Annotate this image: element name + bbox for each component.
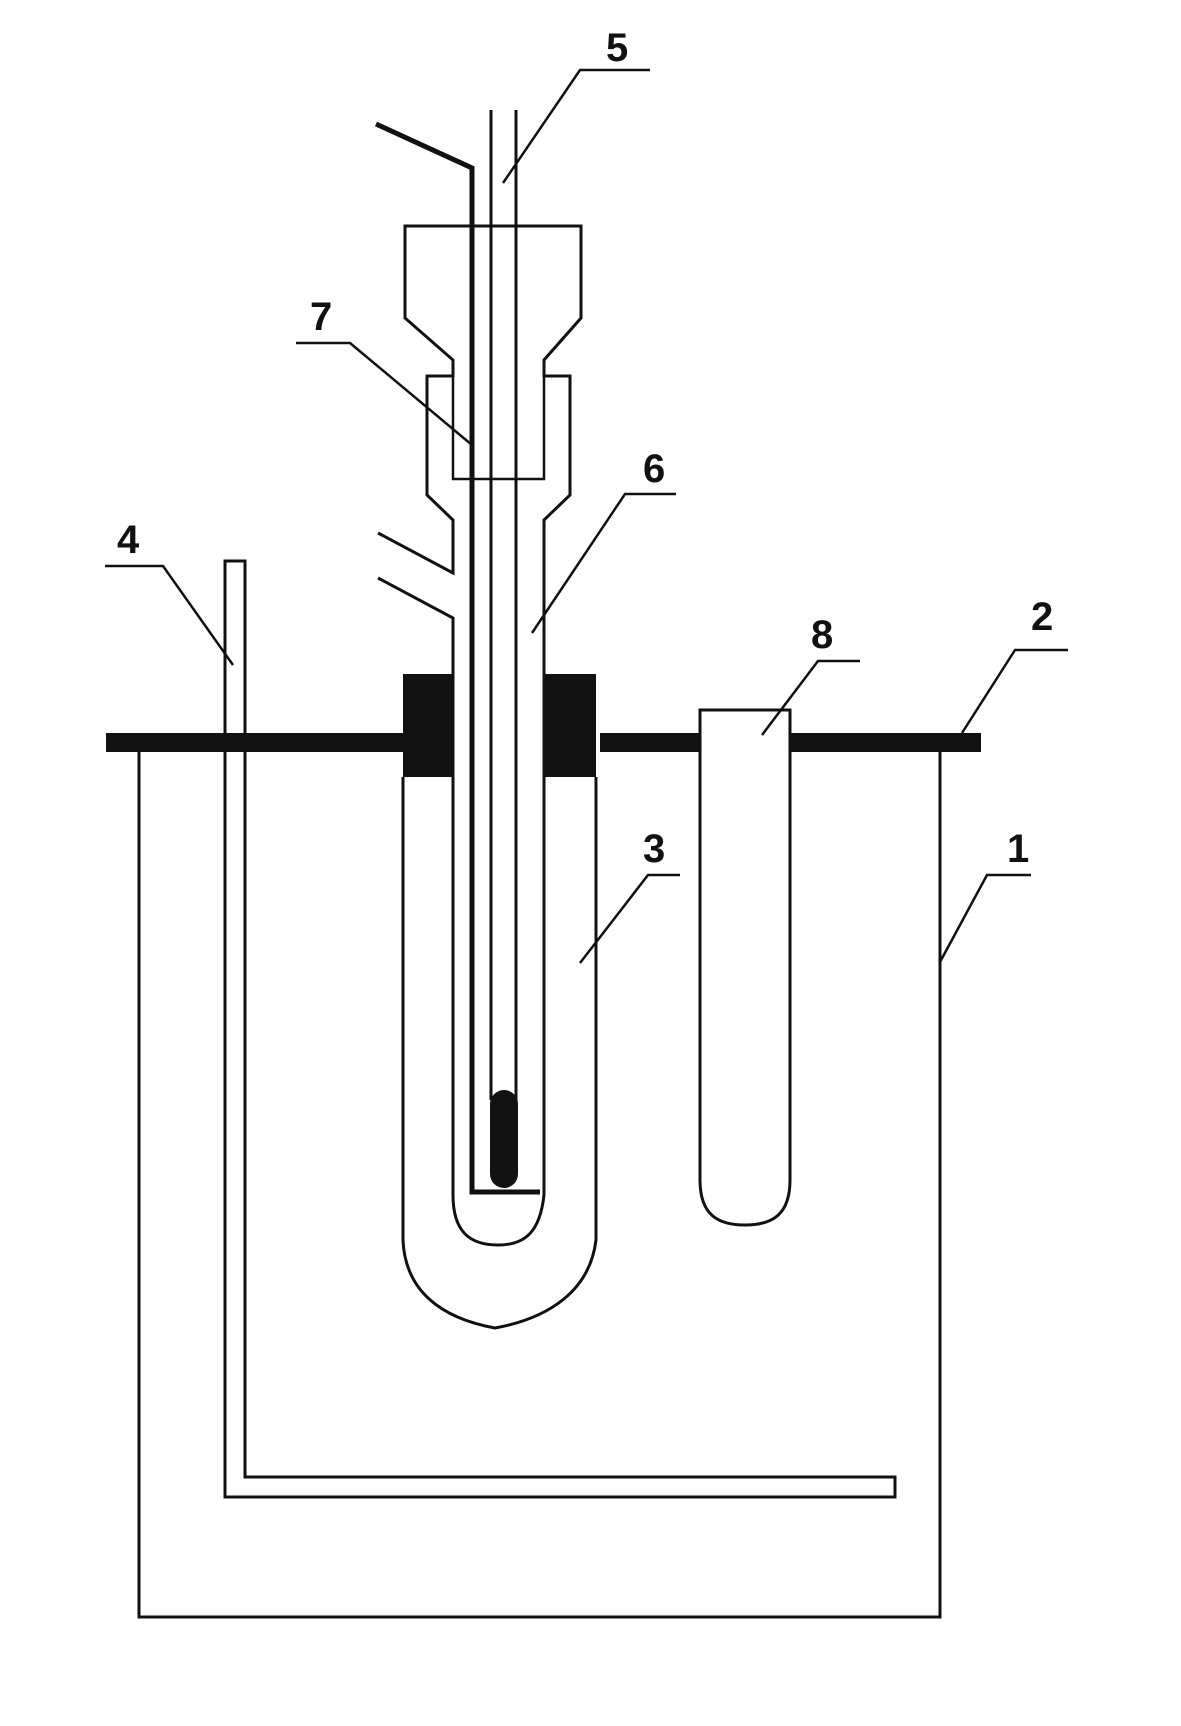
probe-bulb [490, 1090, 518, 1188]
inner-tube [377, 224, 583, 1247]
outer-u-tube [401, 777, 598, 1330]
label-6: 6 [643, 447, 665, 491]
label-8: 8 [811, 613, 833, 657]
label-5: 5 [606, 26, 628, 70]
outer-container [137, 752, 942, 1619]
part-labels: 5 7 6 4 2 8 3 1 [117, 26, 1053, 871]
lid-plate [106, 733, 981, 752]
test-tube [698, 708, 792, 1227]
wire [374, 121, 540, 1195]
label-1: 1 [1007, 827, 1029, 871]
label-7: 7 [310, 295, 332, 339]
label-2: 2 [1031, 595, 1053, 639]
l-shaped-tube [223, 559, 897, 1499]
probe-tube [489, 110, 518, 1188]
leader-lines [105, 68, 1068, 964]
stopper-right [544, 674, 596, 777]
label-4: 4 [117, 518, 140, 562]
label-3: 3 [643, 827, 665, 871]
stopper-left [403, 674, 453, 777]
ground-joint [451, 376, 546, 481]
